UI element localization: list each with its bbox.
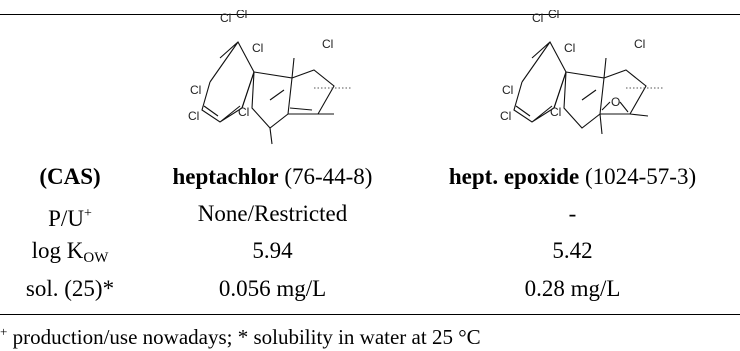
row-label-production-use: P/U+ — [0, 200, 140, 233]
cl-label: Cl — [502, 83, 513, 97]
epoxide-structure: O Cl Cl Cl Cl Cl Cl Cl — [492, 10, 672, 160]
cl-label: Cl — [634, 37, 645, 51]
table-cell: 0.28 mg/L — [524, 276, 621, 301]
table-top-rule — [0, 14, 740, 15]
cl-label: Cl — [190, 83, 201, 97]
epoxide-header: hept. epoxide (1024-57-3) — [405, 163, 740, 191]
cl-label: Cl — [236, 10, 247, 21]
heptachlor-structure: Cl Cl Cl Cl Cl Cl Cl — [180, 10, 360, 160]
oxygen-label: O — [611, 95, 620, 109]
cas-number: (76-44-8) — [284, 164, 373, 189]
cl-label: Cl — [322, 37, 333, 51]
cas-header-label: (CAS) — [39, 164, 101, 189]
heptachlor-header: heptachlor (76-44-8) — [140, 163, 405, 191]
row-label-sub: OW — [83, 250, 109, 266]
footnote-sup: + — [0, 324, 8, 339]
cl-label: Cl — [532, 11, 543, 25]
table-cell: None/Restricted — [197, 201, 348, 226]
cl-label: Cl — [238, 105, 249, 119]
cl-label: Cl — [548, 10, 559, 21]
cl-label: Cl — [550, 105, 561, 119]
table-cell: 0.056 mg/L — [218, 276, 327, 301]
cl-label: Cl — [188, 109, 199, 123]
table-cell: 5.94 — [252, 238, 293, 263]
epoxide-structure-drawing: O Cl Cl Cl Cl Cl Cl Cl — [500, 10, 664, 135]
cl-label: Cl — [500, 109, 511, 123]
table-bottom-rule — [0, 314, 740, 315]
cl-label: Cl — [252, 41, 263, 55]
compound-name: heptachlor — [172, 164, 279, 189]
row-label-solubility: sol. (25)* — [25, 276, 115, 301]
row-label-text: P/U — [48, 206, 84, 231]
row-label-log-kow: log KOW — [0, 237, 140, 272]
cas-number: (1024-57-3) — [584, 164, 697, 189]
row-label-sup: + — [83, 206, 92, 221]
row-label-text: log K — [31, 238, 84, 263]
table-cell: - — [568, 201, 577, 226]
footnote-text: production/use nowadays; * solubility in… — [7, 325, 481, 349]
cl-label: Cl — [564, 41, 575, 55]
heptachlor-structure-drawing: Cl Cl Cl Cl Cl Cl Cl — [188, 10, 352, 145]
table-cell: 5.42 — [552, 238, 593, 263]
cl-label: Cl — [220, 11, 231, 25]
compound-name: hept. epoxide — [448, 164, 580, 189]
table-footnote: + production/use nowadays; * solubility … — [0, 318, 481, 351]
